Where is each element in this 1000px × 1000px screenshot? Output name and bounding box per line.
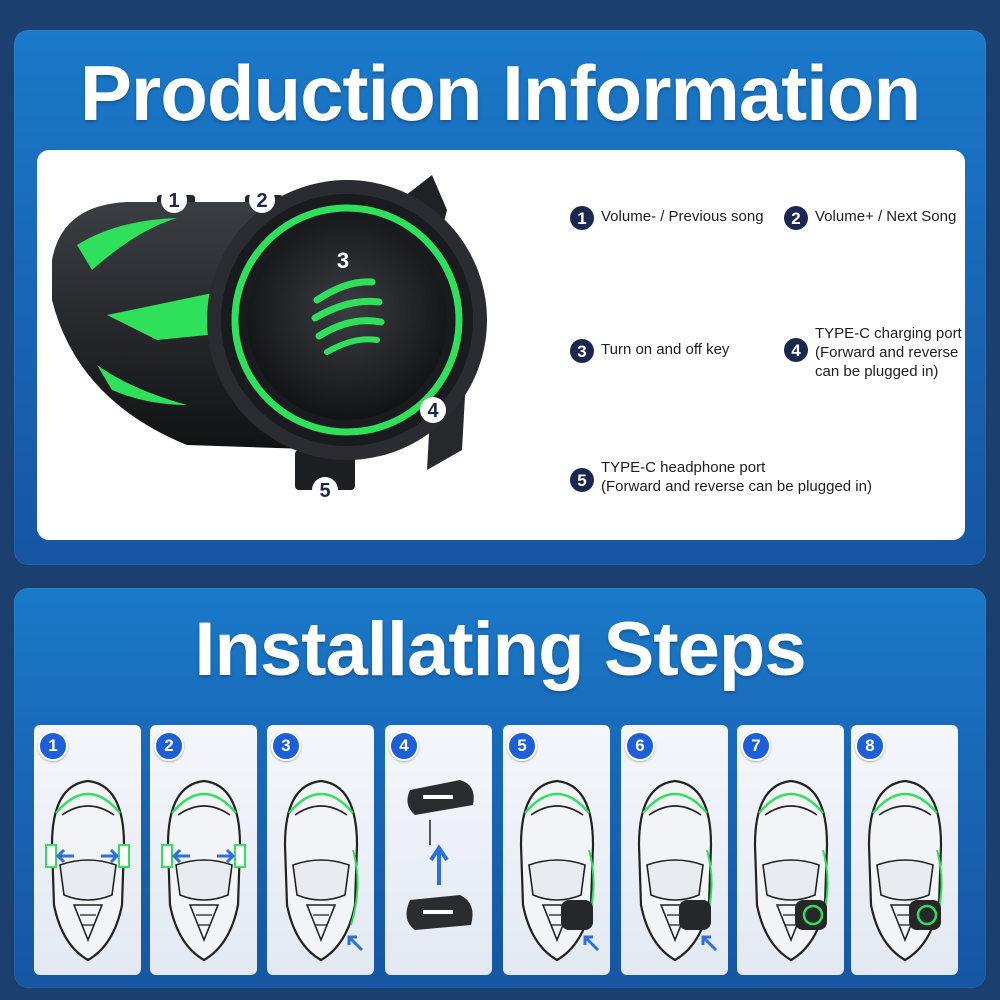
step-illustration	[283, 779, 364, 962]
svg-text:5: 5	[319, 480, 330, 502]
svg-text:2: 2	[256, 190, 267, 212]
svg-text:4: 4	[427, 400, 439, 422]
step-illustration	[406, 780, 474, 930]
step-number-badge: 5	[507, 731, 537, 761]
headset-unit	[795, 900, 827, 930]
helmet-outline	[867, 779, 943, 962]
installing-steps-title: Installating Steps	[194, 607, 806, 692]
step-number-badge: 7	[741, 731, 771, 761]
arrow-icon	[347, 935, 364, 952]
step-card-2: 2	[150, 725, 257, 975]
svg-text:1: 1	[168, 190, 179, 212]
step-illustration	[161, 779, 246, 962]
spec-number-badge: 2	[784, 206, 808, 230]
helmet-outline	[753, 779, 829, 962]
headset-unit	[561, 900, 593, 930]
step-card-1: 1	[34, 725, 141, 975]
spec-line: Turn on and off key	[601, 341, 730, 358]
arrows-icon	[161, 844, 246, 868]
helmet-outline	[519, 779, 595, 962]
helmet-outline	[50, 779, 126, 962]
step-number-badge: 3	[271, 731, 301, 761]
step-number-badge: 8	[855, 731, 885, 761]
spec-line: (Forward and reverse can be plugged in)	[601, 478, 872, 495]
spec-number-badge: 1	[570, 206, 594, 230]
arrow-icon	[583, 935, 600, 952]
spec-line: Volume+ / Next Song	[815, 208, 957, 225]
step-number-badge: 2	[154, 731, 184, 761]
callout-5: 5	[312, 477, 338, 503]
step-illustration	[45, 779, 130, 962]
callout-3: 3	[337, 248, 349, 273]
spec-line: TYPE-C charging port	[815, 325, 962, 342]
headset-unit	[679, 900, 711, 930]
step-illustration	[637, 779, 718, 962]
step-illustration	[867, 779, 943, 962]
helmet-outline	[166, 779, 242, 962]
step-illustration	[519, 779, 600, 962]
spec-power-key: 3 Turn on and off key	[570, 339, 730, 363]
step-card-7: 7	[737, 725, 844, 975]
step-card-4: 4	[385, 725, 492, 975]
step-number-badge: 6	[625, 731, 655, 761]
spec-number-badge: 5	[570, 468, 594, 492]
spec-line: Volume- / Previous song	[601, 208, 764, 225]
step-card-5: 5	[503, 725, 610, 975]
callout-2: 2	[249, 187, 275, 213]
spec-line: (Forward and reverse	[815, 344, 959, 361]
spec-volume-up: 2 Volume+ / Next Song	[784, 206, 957, 230]
arrow-icon	[701, 935, 718, 952]
spec-headphone-port: 5 TYPE-C headphone port (Forward and rev…	[570, 458, 872, 496]
spec-charging-port: 4 TYPE-C charging port (Forward and reve…	[784, 324, 962, 381]
headset-unit	[909, 900, 941, 930]
step-number-badge: 4	[389, 731, 419, 761]
product-info-card: A50 1 2 3 4 5	[37, 150, 965, 540]
headset-device-illustration: A50 1 2 3 4 5	[52, 175, 487, 503]
spec-line: TYPE-C headphone port	[601, 459, 766, 476]
arrows-icon	[45, 844, 130, 868]
callout-4: 4	[420, 397, 446, 423]
step-card-8: 8	[851, 725, 958, 975]
step-illustration	[753, 779, 829, 962]
helmet-outline	[637, 779, 713, 962]
mount-clip-illustration	[406, 780, 474, 930]
production-info-title: Production Information	[79, 49, 921, 137]
spec-number-badge: 4	[784, 338, 808, 362]
spec-number-badge: 3	[570, 339, 594, 363]
step-card-6: 6	[621, 725, 728, 975]
helmet-outline	[283, 779, 359, 962]
callout-1: 1	[161, 187, 187, 213]
svg-text:3: 3	[337, 248, 349, 273]
microphone-boom	[350, 849, 359, 926]
spec-volume-down: 1 Volume- / Previous song	[570, 206, 764, 230]
spec-line: can be plugged in)	[815, 363, 939, 380]
step-number-badge: 1	[38, 731, 68, 761]
step-card-3: 3	[267, 725, 374, 975]
